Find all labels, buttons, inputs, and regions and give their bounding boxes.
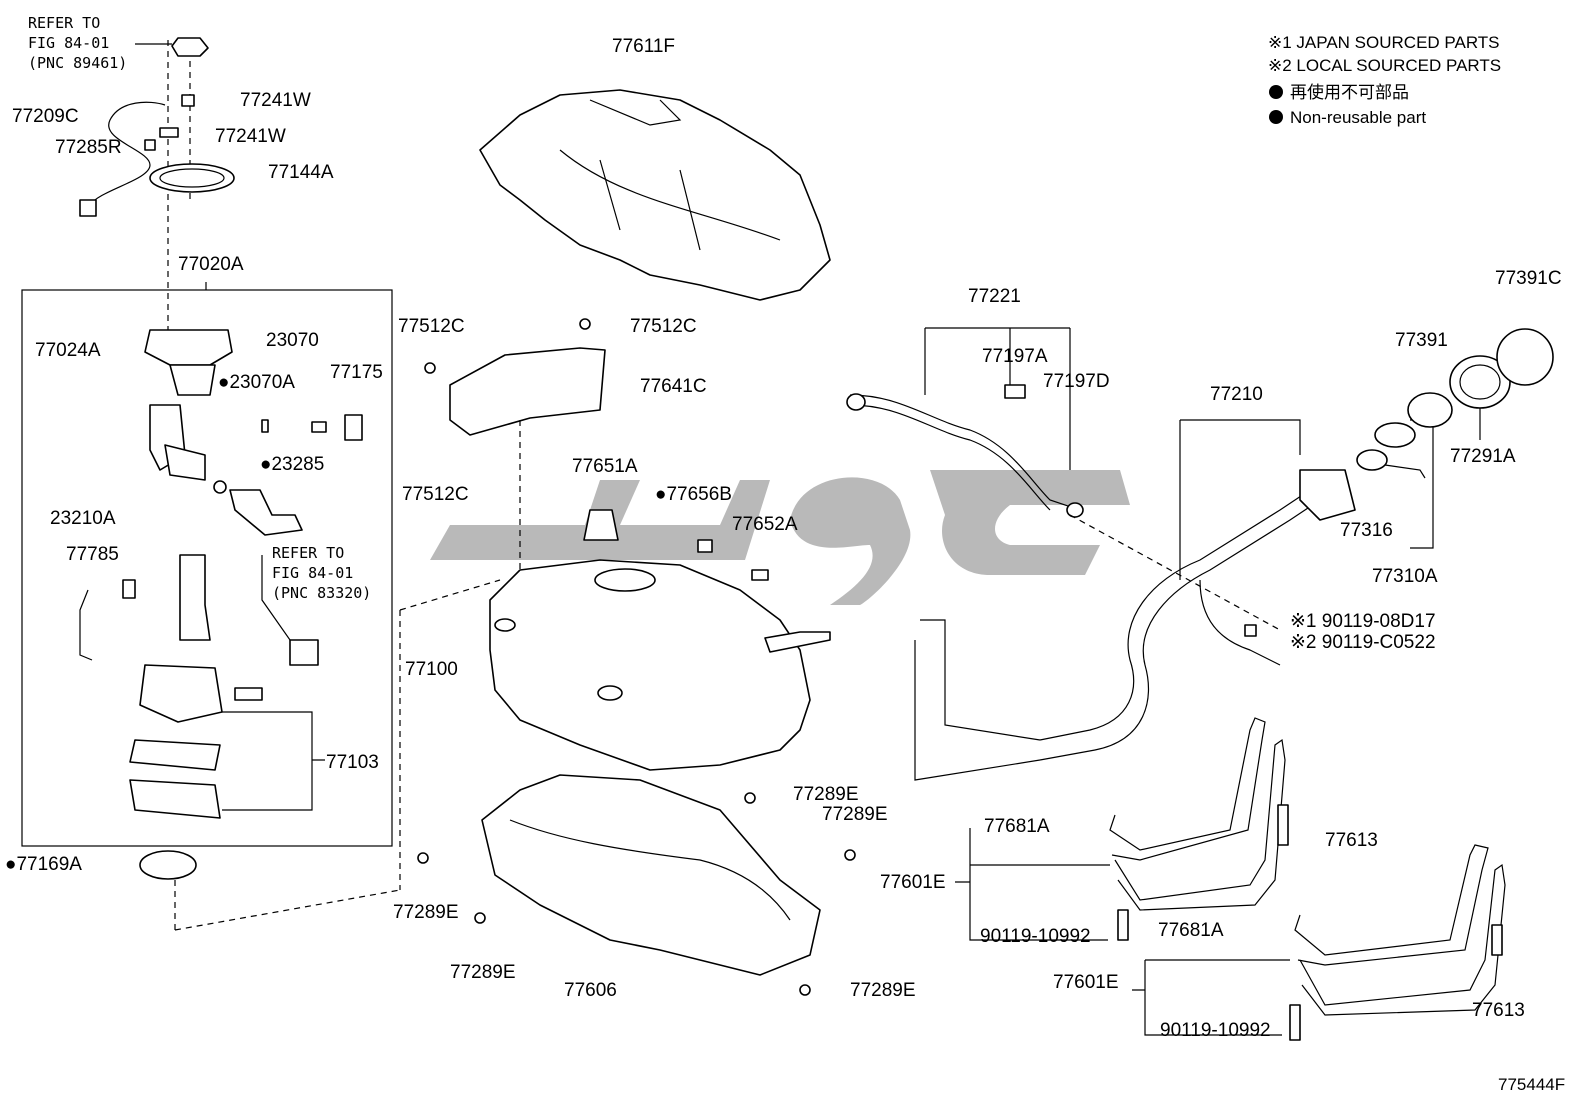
- seal-77391: [1407, 392, 1453, 428]
- assembly-frame: [21, 289, 393, 847]
- label-77613-b: 77613: [1472, 1000, 1525, 1021]
- label-77681A-a: 77681A: [984, 816, 1050, 837]
- label-77651A: 77651A: [572, 456, 638, 477]
- part-77175: [344, 414, 363, 441]
- label-77291A: 77291A: [1450, 446, 1516, 467]
- insulator-77641c: [424, 318, 606, 580]
- watermark-logo: [430, 470, 1130, 605]
- svg-text:REFER TO: REFER TO: [28, 14, 100, 32]
- clip-77241w-a: [181, 94, 195, 107]
- label-77641C: 77641C: [640, 376, 707, 397]
- vent-tube-77221: [846, 327, 1281, 631]
- label-23285: ●23285: [260, 454, 324, 475]
- filter-plate: [129, 739, 221, 771]
- legend: ※1 JAPAN SOURCED PARTS ※2 LOCAL SOURCED …: [1268, 33, 1501, 127]
- label-77289E-a: 77289E: [793, 784, 859, 805]
- legend-local: ※2 LOCAL SOURCED PARTS: [1268, 56, 1501, 75]
- label-77175: 77175: [330, 362, 383, 383]
- label-77601E-b: 77601E: [1053, 972, 1119, 993]
- label-77601E-a: 77601E: [880, 872, 946, 893]
- label-77289E-c: 77289E: [393, 902, 459, 923]
- label-77197D: 77197D: [1043, 371, 1110, 392]
- label-77209C: 77209C: [12, 106, 79, 127]
- ring-77391c: [1496, 328, 1554, 386]
- sender-connector: [171, 37, 209, 57]
- gasket-77169a: [139, 850, 197, 880]
- label-77613-a: 77613: [1325, 830, 1378, 851]
- label-77316: 77316: [1340, 520, 1393, 541]
- label-77606: 77606: [564, 980, 617, 1001]
- filler-pipe-77210: [914, 328, 1554, 781]
- label-77024A: 77024A: [35, 340, 101, 361]
- label-90119-10992-b: 90119-10992: [1160, 1020, 1271, 1041]
- label-77241W-a: 77241W: [240, 90, 311, 111]
- filter-23210a: [229, 489, 303, 536]
- sender-gauge: [289, 639, 319, 666]
- wire-77209c: [89, 101, 166, 206]
- wire-77785: [79, 589, 93, 661]
- part-labels: 77611F 77241W 77209C 77241W 77285R 77144…: [5, 36, 1562, 1041]
- part-77656b: [697, 539, 713, 553]
- label-77100: 77100: [405, 659, 458, 680]
- bullet-icon: [1269, 85, 1283, 99]
- label-90119-08D17: ※1 90119-08D17: [1290, 611, 1436, 632]
- label-77241W-b: 77241W: [215, 126, 286, 147]
- label-77310A: 77310A: [1372, 566, 1438, 587]
- protector-77611f: [479, 89, 831, 301]
- label-23070A: ●23070A: [218, 372, 295, 393]
- legend-non-reusable-en: Non-reusable part: [1290, 108, 1426, 127]
- pump-assembly-group: [21, 37, 401, 931]
- label-90119-C0522: ※2 90119-C0522: [1290, 632, 1436, 653]
- svg-text:(PNC 83320): (PNC 83320): [272, 584, 371, 602]
- label-23070: 23070: [266, 330, 319, 351]
- label-23210A: 23210A: [50, 508, 116, 529]
- straps-77601e: [955, 717, 1506, 1041]
- label-77289E-e: 77289E: [850, 980, 916, 1001]
- part-77651a: [583, 509, 619, 541]
- label-77785: 77785: [66, 544, 119, 565]
- svg-text:FIG 84-01: FIG 84-01: [272, 564, 353, 582]
- legend-japan: ※1 JAPAN SOURCED PARTS: [1268, 33, 1500, 52]
- label-77020A: 77020A: [178, 254, 244, 275]
- pump-cover: [144, 329, 233, 366]
- reference-note-2: REFER TO FIG 84-01 (PNC 83320): [272, 544, 371, 602]
- float-bracket: [179, 554, 211, 641]
- label-77285R: 77285R: [55, 137, 122, 158]
- fuel-tank-77100: [399, 509, 831, 890]
- label-77289E-b: 77289E: [822, 804, 888, 825]
- label-77103: 77103: [326, 752, 379, 773]
- label-77611F: 77611F: [612, 36, 675, 57]
- ring-77144a: [149, 163, 235, 193]
- label-77512C-b: 77512C: [630, 316, 697, 337]
- fuel-cap-77310a: [1374, 422, 1416, 448]
- label-77221: 77221: [968, 286, 1021, 307]
- part-77652a: [751, 569, 769, 581]
- label-77512C-c: 77512C: [402, 484, 469, 505]
- label-77289E-d: 77289E: [450, 962, 516, 983]
- label-77197A: 77197A: [982, 346, 1048, 367]
- svg-text:FIG 84-01: FIG 84-01: [28, 34, 109, 52]
- label-77681A-b: 77681A: [1158, 920, 1224, 941]
- label-77210: 77210: [1210, 384, 1263, 405]
- pump-housing-77103: [139, 664, 223, 723]
- label-77512C-a: 77512C: [398, 316, 465, 337]
- mesh-filter: [129, 779, 221, 819]
- clip-77241w-b: [159, 127, 179, 138]
- label-90119-10992-a: 90119-10992: [980, 926, 1091, 947]
- reference-note-1: REFER TO FIG 84-01 (PNC 89461): [28, 14, 172, 72]
- figure-id: 775444F: [1498, 1075, 1565, 1094]
- label-77169A: ●77169A: [5, 854, 82, 875]
- label-77391: 77391: [1395, 330, 1448, 351]
- label-77144A: 77144A: [268, 162, 334, 183]
- svg-text:REFER TO: REFER TO: [272, 544, 344, 562]
- bullet-icon: [1269, 110, 1283, 124]
- lower-protector-77606: [417, 774, 856, 996]
- legend-non-reusable-jp: 再使用不可部品: [1290, 82, 1409, 102]
- label-77652A: 77652A: [732, 514, 798, 535]
- label-77656B: ●77656B: [655, 484, 732, 505]
- svg-text:(PNC 89461): (PNC 89461): [28, 54, 127, 72]
- label-77391C: 77391C: [1495, 268, 1562, 289]
